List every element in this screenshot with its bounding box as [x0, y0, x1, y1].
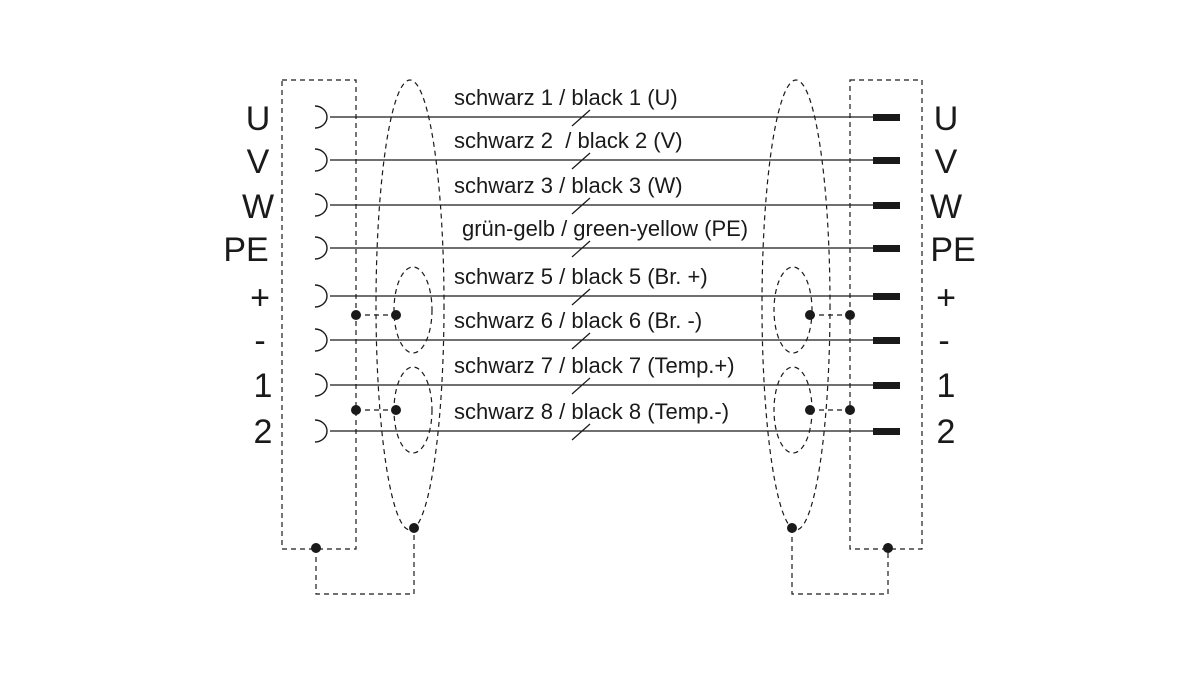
wire-tick	[571, 423, 591, 441]
right-pin-labels: U V W PE + - 1 2	[930, 100, 976, 451]
junction-dot	[391, 405, 401, 415]
junction-dot	[883, 543, 893, 553]
junction-dot	[805, 405, 815, 415]
socket-contact-1	[314, 105, 328, 129]
pin-contact-5	[873, 293, 900, 300]
left-pin-label-pe: PE	[223, 231, 268, 269]
wire-label-2: schwarz 2 / black 2 (V)	[454, 128, 683, 153]
junction-dot	[805, 310, 815, 320]
wire-labels: schwarz 1 / black 1 (U) schwarz 2 / blac…	[454, 85, 748, 424]
right-pin-label-v: V	[935, 143, 958, 181]
pin-contact-7	[873, 382, 900, 389]
right-pin-label-pe: PE	[930, 231, 975, 269]
wire-ticks	[571, 109, 591, 441]
right-overall-shield	[761, 79, 831, 531]
right-pin-label-1: 1	[937, 367, 956, 405]
wire-label-3: schwarz 3 / black 3 (W)	[454, 173, 683, 198]
pin-contact-3	[873, 202, 900, 209]
wire-tick	[571, 240, 591, 258]
junction-dot	[787, 523, 797, 533]
left-pin-label-2: 2	[254, 413, 273, 451]
wire-tick	[571, 197, 591, 215]
right-pin-label-minus: -	[938, 322, 949, 360]
junction-dot	[311, 543, 321, 553]
socket-contact-2	[314, 148, 328, 172]
junction-dot	[351, 310, 361, 320]
left-pair-shield-brake	[393, 266, 433, 354]
left-pin-label-minus: -	[254, 322, 265, 360]
junction-dot	[409, 523, 419, 533]
wire-label-1: schwarz 1 / black 1 (U)	[454, 85, 678, 110]
socket-contact-4	[314, 236, 328, 260]
left-pin-label-w: W	[242, 188, 274, 226]
left-pin-label-1: 1	[254, 367, 273, 405]
left-ground-link	[315, 528, 415, 595]
pin-contact-2	[873, 157, 900, 164]
socket-contact-5	[314, 284, 328, 308]
wire-tick	[571, 332, 591, 350]
junction-dot	[391, 310, 401, 320]
right-pin-label-plus: +	[936, 279, 956, 317]
wire-tick	[571, 109, 591, 127]
right-pin-label-w: W	[930, 188, 962, 226]
wire-label-4: grün-gelb / green-yellow (PE)	[462, 216, 748, 241]
junction-dot	[845, 310, 855, 320]
wire-label-5: schwarz 5 / black 5 (Br. +)	[454, 264, 708, 289]
right-pin-label-2: 2	[937, 413, 956, 451]
socket-contact-8	[314, 419, 328, 443]
left-pin-label-plus: +	[250, 279, 270, 317]
right-pin-contacts	[873, 114, 900, 435]
socket-contact-3	[314, 193, 328, 217]
wire-label-6: schwarz 6 / black 6 (Br. -)	[454, 308, 702, 333]
socket-contact-6	[314, 328, 328, 352]
junction-dots	[311, 310, 893, 553]
left-overall-shield	[375, 79, 445, 531]
left-pin-label-u: U	[246, 100, 271, 138]
left-pin-labels: U V W PE + - 1 2	[223, 100, 274, 451]
left-connector-housing	[281, 79, 357, 550]
right-pin-label-u: U	[934, 100, 959, 138]
right-pair-shield-brake	[773, 266, 813, 354]
socket-contact-7	[314, 373, 328, 397]
pin-contact-8	[873, 428, 900, 435]
pin-contact-1	[873, 114, 900, 121]
left-pin-label-v: V	[247, 143, 270, 181]
left-socket-contacts	[314, 105, 328, 443]
pin-contact-6	[873, 337, 900, 344]
right-ground-link	[791, 528, 889, 595]
right-connector-housing	[849, 79, 923, 550]
wire-tick	[571, 288, 591, 306]
wire-label-8: schwarz 8 / black 8 (Temp.-)	[454, 399, 729, 424]
wire-label-7: schwarz 7 / black 7 (Temp.+)	[454, 353, 735, 378]
wire-tick	[571, 152, 591, 170]
junction-dot	[845, 405, 855, 415]
wire-tick	[571, 377, 591, 395]
pin-contact-4	[873, 245, 900, 252]
junction-dot	[351, 405, 361, 415]
